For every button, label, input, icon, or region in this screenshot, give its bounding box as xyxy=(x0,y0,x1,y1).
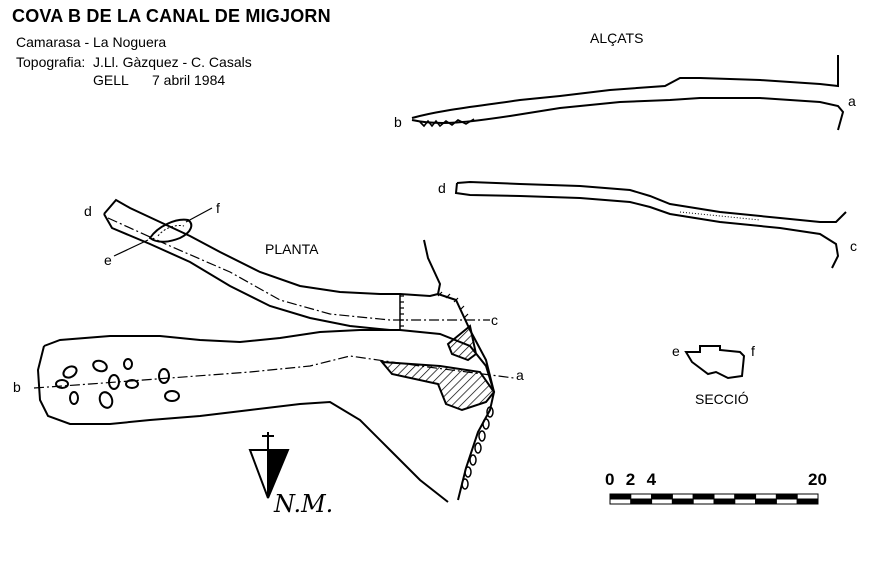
scale-segment-top xyxy=(796,493,819,500)
scale-tick-label: 20 xyxy=(808,470,827,489)
section-point-f: f xyxy=(751,343,755,359)
scale-segment-top xyxy=(692,493,715,500)
elevation-profile-dc xyxy=(454,180,847,269)
north-label: N.M. xyxy=(274,490,334,518)
scale-segment-bottom xyxy=(713,498,736,505)
plan-point-d: d xyxy=(84,203,92,219)
survey-label: Topografia: xyxy=(16,54,86,70)
scale-bar xyxy=(609,493,819,505)
survey-lines xyxy=(33,217,515,389)
plan-chamber-ef xyxy=(148,218,193,243)
map-title: COVA B DE LA CANAL DE MIGJORN xyxy=(12,6,331,26)
plan-hatched-area-2 xyxy=(446,324,478,362)
scale-tick-label: 0 xyxy=(605,470,615,489)
scale-segment-bottom xyxy=(796,498,819,505)
surveyors: J.Ll. Gàzquez - C. Casals xyxy=(93,54,252,70)
plan-point-f: f xyxy=(216,200,220,216)
plan-upper-gallery xyxy=(103,198,442,331)
plan-label: PLANTA xyxy=(265,241,319,257)
scale-segment-bottom xyxy=(630,498,653,505)
elevation-profile-ab xyxy=(411,55,845,131)
scale-segment-bottom xyxy=(609,498,632,505)
scale-segment-top xyxy=(651,493,673,500)
scale-segment-bottom xyxy=(651,498,673,505)
scale-segment-top xyxy=(609,493,632,500)
survey-date: 7 abril 1984 xyxy=(152,72,226,88)
scale-segment-top xyxy=(775,493,798,500)
plan-point-c: c xyxy=(491,312,498,328)
cross-section-ef xyxy=(684,345,746,380)
elevation-point-c: c xyxy=(850,238,857,254)
location: Camarasa - La Noguera xyxy=(16,34,167,50)
north-arrow-icon xyxy=(248,432,290,499)
scale-segment-top xyxy=(755,493,777,500)
scale-segment-bottom xyxy=(755,498,777,505)
plan-point-e: e xyxy=(104,252,112,268)
plan-point-b: b xyxy=(13,379,21,395)
elevation-point-a: a xyxy=(848,93,856,109)
elevation-point-d: d xyxy=(438,180,446,196)
scale-tick-label: 2 xyxy=(625,470,636,489)
scale-segment-top xyxy=(671,493,694,500)
cross-section-label: SECCIÓ xyxy=(695,391,749,407)
elevation-point-b: b xyxy=(394,114,402,130)
plan-point-a: a xyxy=(516,367,524,383)
scale-segment-top xyxy=(734,493,757,500)
scale-segment-bottom xyxy=(734,498,757,505)
section-point-e: e xyxy=(672,343,680,359)
scale-segment-top xyxy=(713,493,736,500)
scale-segment-bottom xyxy=(671,498,694,505)
plan-boulders xyxy=(55,358,180,409)
plan-hatched-area-1 xyxy=(379,360,496,412)
elevations-label: ALÇATS xyxy=(590,30,644,46)
scale-segment-top xyxy=(630,493,653,500)
scale-segment-bottom xyxy=(775,498,798,505)
plan-drip-line xyxy=(461,406,494,490)
survey-group: GELL xyxy=(93,72,129,88)
scale-segment-bottom xyxy=(692,498,715,505)
scale-tick-label: 4 xyxy=(646,470,657,489)
